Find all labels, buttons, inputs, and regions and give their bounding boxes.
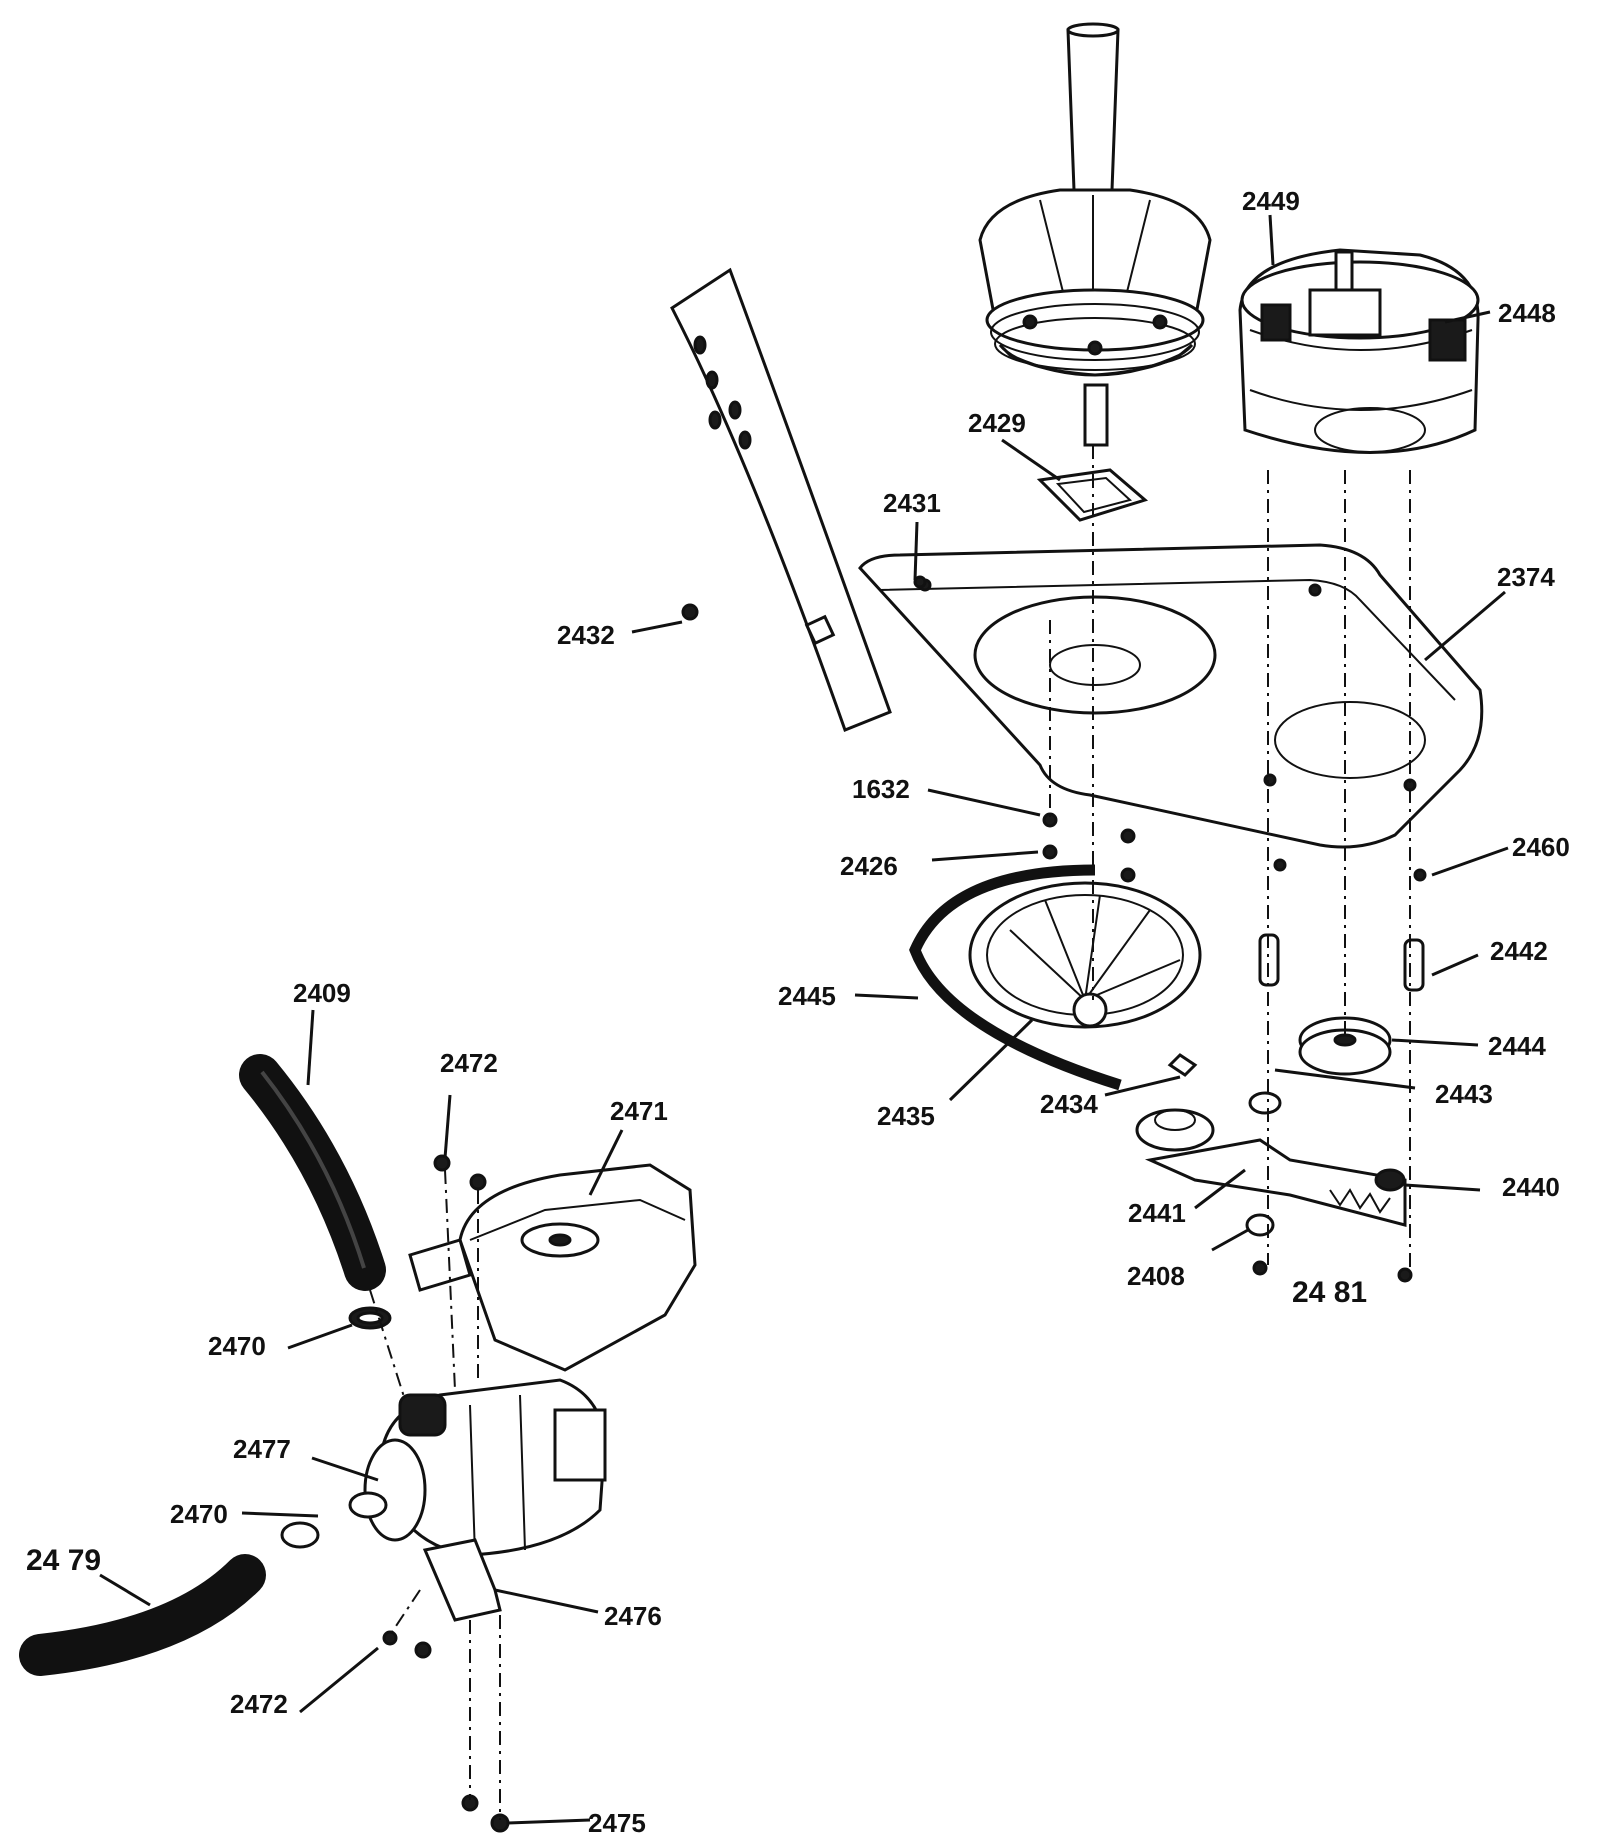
callout-2429: 2429 xyxy=(968,408,1026,438)
callout-2434: 2434 xyxy=(1040,1089,1098,1119)
callout-2472-upper: 2472 xyxy=(440,1048,498,1078)
hose-clamp-2470-lower xyxy=(280,1521,320,1549)
callout-2432: 2432 xyxy=(557,620,615,650)
drive-pulley xyxy=(968,881,1202,1077)
callout-2443: 2443 xyxy=(1435,1079,1493,1109)
callout-2435: 2435 xyxy=(877,1101,935,1131)
callout-2448: 2448 xyxy=(1498,298,1556,328)
spring-clip xyxy=(1374,1168,1406,1192)
support-rail xyxy=(670,267,892,732)
callout-2471: 2471 xyxy=(610,1096,668,1126)
callout-2408: 2408 xyxy=(1127,1261,1185,1291)
callout-2470-upper: 2470 xyxy=(208,1331,266,1361)
callout-1632: 1632 xyxy=(852,774,910,804)
washer-2408 xyxy=(1245,1213,1275,1237)
callout-2460: 2460 xyxy=(1512,832,1570,862)
callout-2475: 2475 xyxy=(588,1808,646,1838)
callout-2449: 2449 xyxy=(1242,186,1300,216)
callout-2441: 2441 xyxy=(1128,1198,1186,1228)
pump-cover xyxy=(408,1163,697,1372)
callout-2426: 2426 xyxy=(840,851,898,881)
idler-arm xyxy=(1144,1138,1407,1227)
hose-2479 xyxy=(19,1554,266,1676)
callout-2442: 2442 xyxy=(1490,936,1548,966)
leader-lines xyxy=(99,214,1509,1825)
callout-2431: 2431 xyxy=(883,488,941,518)
callout-2470-lower: 2470 xyxy=(170,1499,228,1529)
callout-2481: 24 81 xyxy=(1292,1276,1367,1309)
mount-bracket-2476 xyxy=(422,1538,502,1622)
callout-2374: 2374 xyxy=(1497,562,1555,592)
callout-2479: 24 79 xyxy=(26,1544,101,1577)
callout-2477: 2477 xyxy=(233,1434,291,1464)
hose-2409 xyxy=(239,1054,386,1291)
callout-labels: 2449 2448 2429 2431 2374 2432 1632 2426 … xyxy=(26,186,1570,1838)
mounting-plate xyxy=(858,543,1484,849)
drive-belt xyxy=(909,864,1122,1091)
callout-2476: 2476 xyxy=(604,1601,662,1631)
spacer-right xyxy=(1403,938,1425,992)
callout-2472-lower: 2472 xyxy=(230,1689,288,1719)
transmission-assembly xyxy=(978,22,1212,447)
callout-2409: 2409 xyxy=(293,978,351,1008)
idler-pulley xyxy=(1135,1108,1215,1152)
callout-2444: 2444 xyxy=(1488,1031,1546,1061)
motor-assembly xyxy=(1238,248,1480,454)
callout-2445: 2445 xyxy=(778,981,836,1011)
callout-2440: 2440 xyxy=(1502,1172,1560,1202)
motor-pulley xyxy=(1298,1016,1392,1076)
pump-motor xyxy=(348,1378,607,1557)
